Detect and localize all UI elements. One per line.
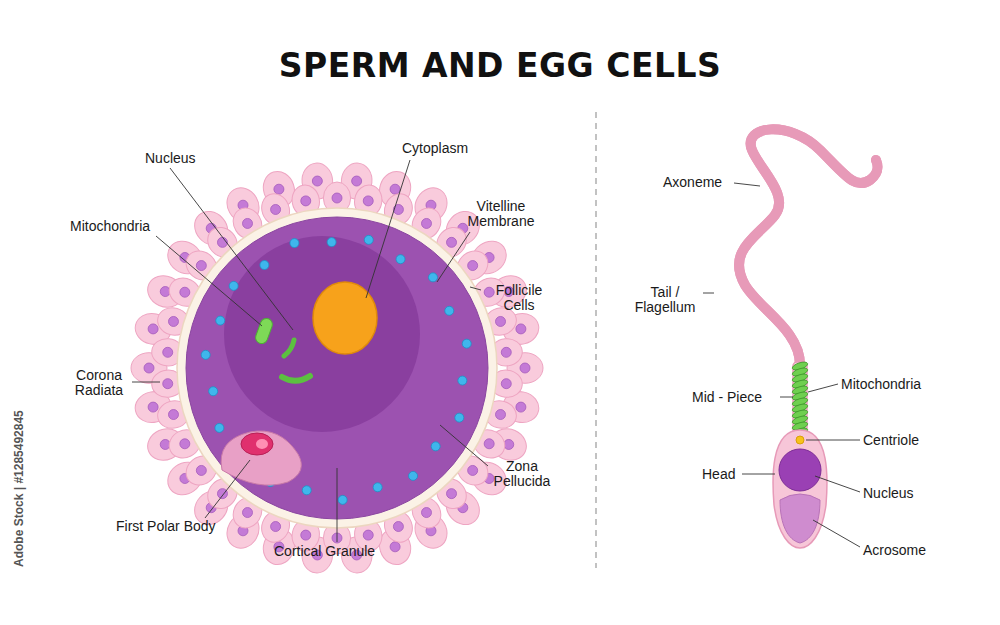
cortical-granule-dot	[373, 483, 382, 492]
cortical-granule-dot	[431, 442, 440, 451]
follicle-cells	[131, 162, 543, 575]
cortical-granule-dot	[327, 238, 336, 247]
cortical-granule-dot	[215, 423, 224, 432]
cortical-granule-dot	[229, 281, 238, 290]
cortical-granule-dot	[302, 486, 311, 495]
cortical-granule-dot	[260, 261, 269, 270]
cortical-granule-dot	[462, 339, 471, 348]
part-label: Zona Pellucida	[490, 459, 554, 490]
inner-region	[224, 236, 420, 432]
part-label: First Polar Body	[116, 519, 246, 534]
part-label: Centriole	[863, 433, 953, 448]
part-label: Cortical Granule	[274, 544, 404, 559]
cortical-granule-dot	[409, 471, 418, 480]
part-label: Nucleus	[145, 151, 235, 166]
cortical-granule-dot	[338, 495, 347, 504]
sperm-nucleus	[779, 449, 821, 491]
cortical-granule-dot	[445, 306, 454, 315]
cortical-granules	[201, 235, 471, 504]
part-label: Head	[702, 467, 752, 482]
cortical-granule-dot	[364, 235, 373, 244]
cortical-granule-dot	[290, 239, 299, 248]
egg-mitochondria	[254, 317, 310, 381]
part-label: Acrosome	[863, 543, 953, 558]
cortical-granule-dot	[201, 350, 210, 359]
part-label: Mid - Piece	[692, 390, 782, 405]
cortical-granule-dot	[216, 316, 225, 325]
centriole	[796, 436, 804, 444]
part-label: Mitochondria	[841, 377, 941, 392]
diagram-title: SPERM AND EGG CELLS	[0, 48, 1000, 84]
part-label: Mitochondria	[70, 219, 170, 234]
acrosome	[780, 494, 820, 543]
part-label: Cytoplasm	[402, 141, 502, 156]
cortical-granule-dot	[209, 387, 218, 396]
sperm-tail	[739, 129, 878, 365]
polar-body-nucleus	[241, 433, 273, 455]
leader-lines	[132, 160, 860, 547]
part-label: Follicile Cells	[484, 283, 554, 314]
sperm-mitochondria	[791, 360, 808, 437]
cortical-granule-dot	[396, 255, 405, 264]
watermark: Adobe Stock | #1285492845	[13, 399, 26, 579]
part-label: Tail / Flagellum	[628, 285, 702, 316]
part-label: Nucleus	[863, 486, 953, 501]
part-label: Corona Radiata	[66, 368, 132, 399]
divider-line	[595, 112, 596, 568]
cortical-granule-dot	[458, 376, 467, 385]
part-label: Axoneme	[663, 175, 743, 190]
cortical-granule-dot	[428, 273, 437, 282]
part-label: Vitelline Membrane	[458, 199, 544, 230]
cortical-granule-dot	[455, 413, 464, 422]
polar-body-spot	[256, 439, 268, 449]
sperm-head	[773, 430, 827, 548]
first-polar-body	[221, 431, 301, 485]
